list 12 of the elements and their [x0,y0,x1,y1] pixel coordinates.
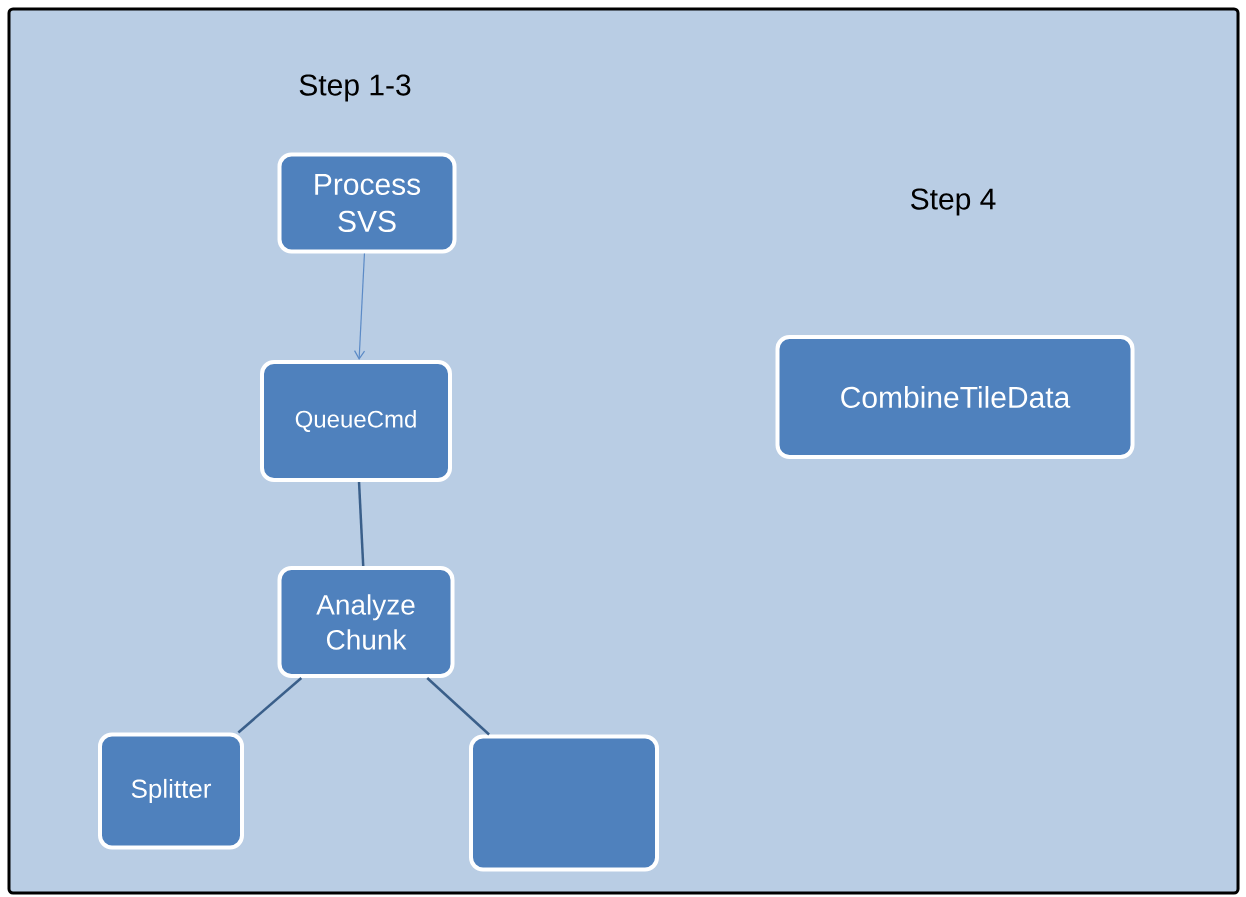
process-box: CombineTileData [775,335,1135,459]
process-box: Splitter [98,732,244,850]
process-box: QueueCmd [260,360,452,482]
connector-line [237,677,303,734]
arrow [353,252,366,360]
step-label: Step 1-3 [299,74,411,102]
process-box: Process SVS [277,152,457,254]
step-label: Step 4 [911,188,996,216]
connector-line [426,677,490,736]
process-box: Analyze Chunk [277,566,455,678]
process-box [469,734,659,872]
connector-line [357,481,365,567]
